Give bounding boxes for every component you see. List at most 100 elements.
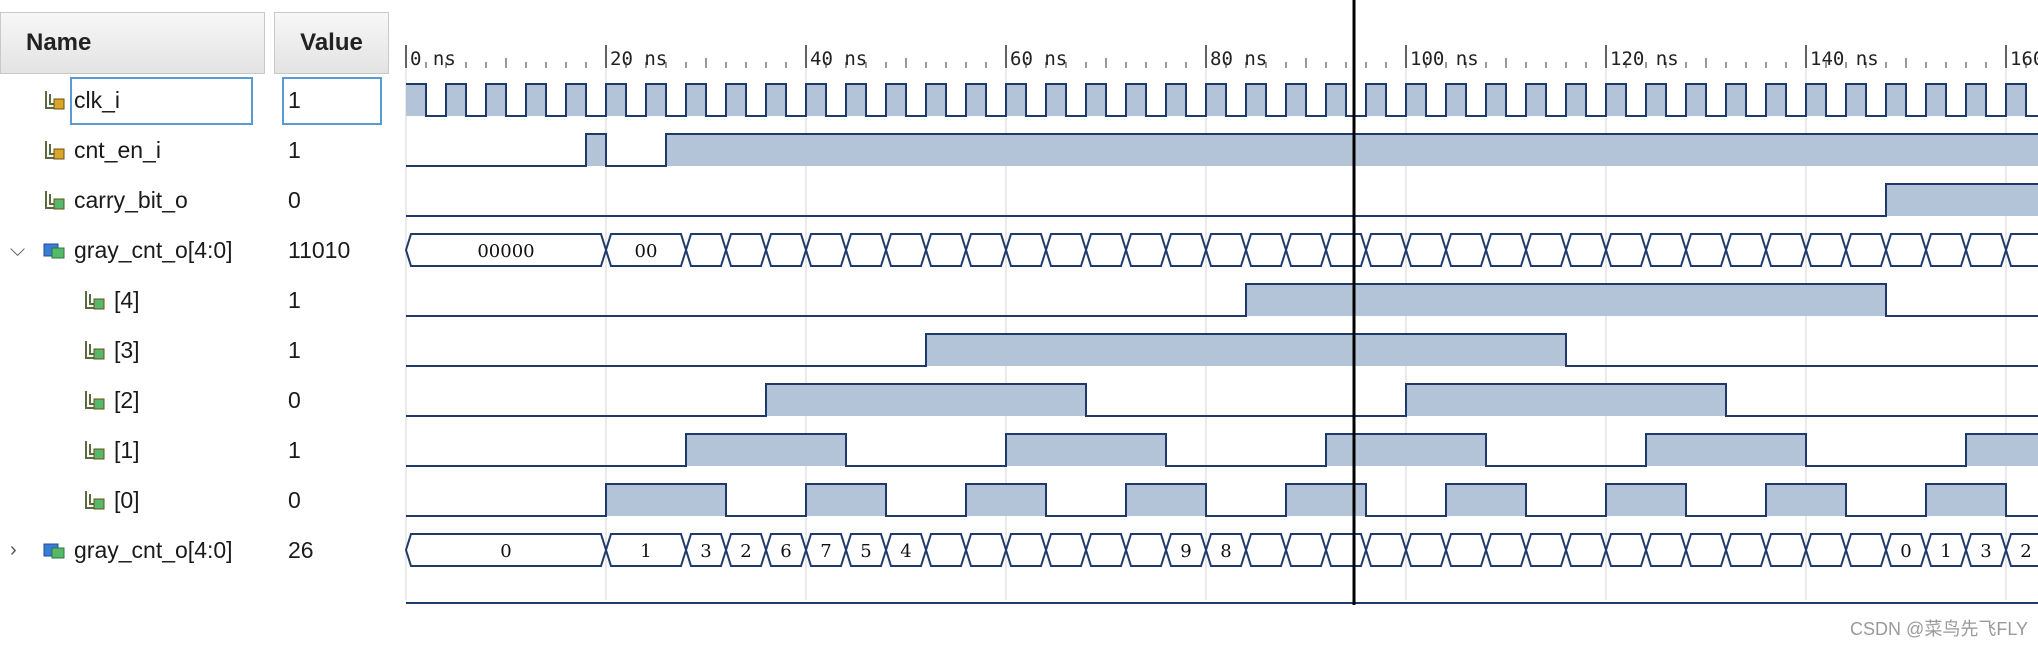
high-segment xyxy=(846,84,866,116)
wave-line xyxy=(406,83,2038,117)
bus-segment xyxy=(2004,233,2038,267)
signal-row[interactable]: [2] 0 xyxy=(0,375,400,425)
value-column-header[interactable]: Value xyxy=(274,12,389,74)
bus-segment xyxy=(1764,233,1808,267)
bit0-wave xyxy=(406,483,2038,517)
high-segment xyxy=(446,84,466,116)
wave-line xyxy=(406,383,2038,417)
bus-segment xyxy=(1244,233,1288,267)
bus-segment xyxy=(1924,233,1968,267)
high-segment xyxy=(1246,284,1886,316)
high-segment xyxy=(806,484,886,516)
high-segment xyxy=(1486,84,1506,116)
bus-segment xyxy=(804,233,848,267)
bus-value-label: 3 xyxy=(700,541,711,562)
high-segment xyxy=(406,84,426,116)
signal-value: 11010 xyxy=(288,237,351,263)
wire-signal-icon xyxy=(85,441,105,460)
wave-line xyxy=(406,183,2038,217)
signal-name: gray_cnt_o[4:0] xyxy=(74,237,233,263)
high-segment xyxy=(1966,84,1986,116)
bus-segment xyxy=(1444,233,1488,267)
signal-value: 1 xyxy=(288,287,301,313)
bus-value-label: 6 xyxy=(780,541,791,562)
high-segment xyxy=(646,84,666,116)
high-segment xyxy=(1886,84,1906,116)
chevron-right-icon[interactable]: › xyxy=(10,539,17,561)
bus-segment xyxy=(724,233,768,267)
wave-line xyxy=(406,133,2038,167)
bus-value-label: 4 xyxy=(900,541,911,562)
signal-value: 1 xyxy=(288,337,301,363)
high-segment xyxy=(606,84,626,116)
bus-signal-icon xyxy=(43,543,65,559)
signal-value: 0 xyxy=(288,387,301,413)
bus-segment xyxy=(964,533,1008,567)
bus-segment xyxy=(1684,533,1728,567)
bus-value-label: 2 xyxy=(740,541,751,562)
bus-segment xyxy=(1044,233,1088,267)
bus-segment xyxy=(1004,533,1048,567)
signal-name: clk_i xyxy=(74,87,121,113)
bus-value-label: 0 xyxy=(1900,541,1911,562)
high-segment xyxy=(1646,84,1666,116)
high-segment xyxy=(886,84,906,116)
signal-row[interactable]: ⌵ gray_cnt_o[4:0] 11010 xyxy=(0,225,400,275)
high-segment xyxy=(1406,384,1726,416)
tick-label: 60 ns xyxy=(1010,48,1067,70)
clk-i-wave xyxy=(406,83,2038,117)
wire-signal-icon xyxy=(45,191,65,210)
tick-label: 120 ns xyxy=(1610,48,1679,70)
wire-signal-icon xyxy=(45,91,65,110)
wave-line xyxy=(406,283,2038,317)
bus-value-label: 9 xyxy=(1180,541,1191,562)
bus-segment xyxy=(1244,533,1288,567)
bus-value-label: 00000 xyxy=(477,241,534,262)
signal-name: [2] xyxy=(114,387,140,413)
high-segment xyxy=(1366,84,1386,116)
high-segment xyxy=(686,434,846,466)
signal-name: [1] xyxy=(114,437,140,463)
high-segment xyxy=(1766,84,1786,116)
bus-segment xyxy=(1364,533,1408,567)
bus-segment xyxy=(1644,533,1688,567)
name-column-header[interactable]: Name xyxy=(0,12,265,74)
chevron-down-icon[interactable]: ⌵ xyxy=(10,239,26,261)
bus-signal-icon xyxy=(43,243,65,259)
bus-segment xyxy=(1604,233,1648,267)
bus-segment xyxy=(1844,233,1888,267)
high-segment xyxy=(1846,84,1866,116)
signal-row[interactable]: [3]1 xyxy=(0,325,400,375)
bus-segment xyxy=(1964,233,2008,267)
high-segment xyxy=(666,134,2038,166)
signal-row[interactable]: [4]1 xyxy=(0,275,400,325)
high-segment xyxy=(966,84,986,116)
signal-name: gray_cnt_o[4:0] xyxy=(74,537,233,563)
high-segment xyxy=(1606,484,1686,516)
bus-value-label: 7 xyxy=(820,541,831,562)
high-segment xyxy=(1686,84,1706,116)
bus-value-label: 8 xyxy=(1220,541,1231,562)
high-segment xyxy=(1606,84,1626,116)
high-segment xyxy=(566,84,586,116)
wire-signal-icon xyxy=(45,141,65,160)
signal-row[interactable]: [1]1 xyxy=(0,425,400,475)
bit3-wave xyxy=(406,333,2038,367)
high-segment xyxy=(1646,434,1806,466)
bus-value-label: 1 xyxy=(1940,541,1951,562)
wire-signal-icon xyxy=(85,391,105,410)
signal-row[interactable]: [0]0 xyxy=(0,475,400,525)
bus-segment xyxy=(1484,533,1528,567)
high-segment xyxy=(806,84,826,116)
high-segment xyxy=(966,484,1046,516)
bus-segment xyxy=(1844,533,1888,567)
signal-row[interactable]: ›gray_cnt_o[4:0]26 xyxy=(0,525,400,575)
high-segment xyxy=(1126,484,1206,516)
selected-value-cell[interactable] xyxy=(282,77,382,125)
bus-segment xyxy=(1804,233,1848,267)
selected-name-cell[interactable] xyxy=(70,77,253,125)
